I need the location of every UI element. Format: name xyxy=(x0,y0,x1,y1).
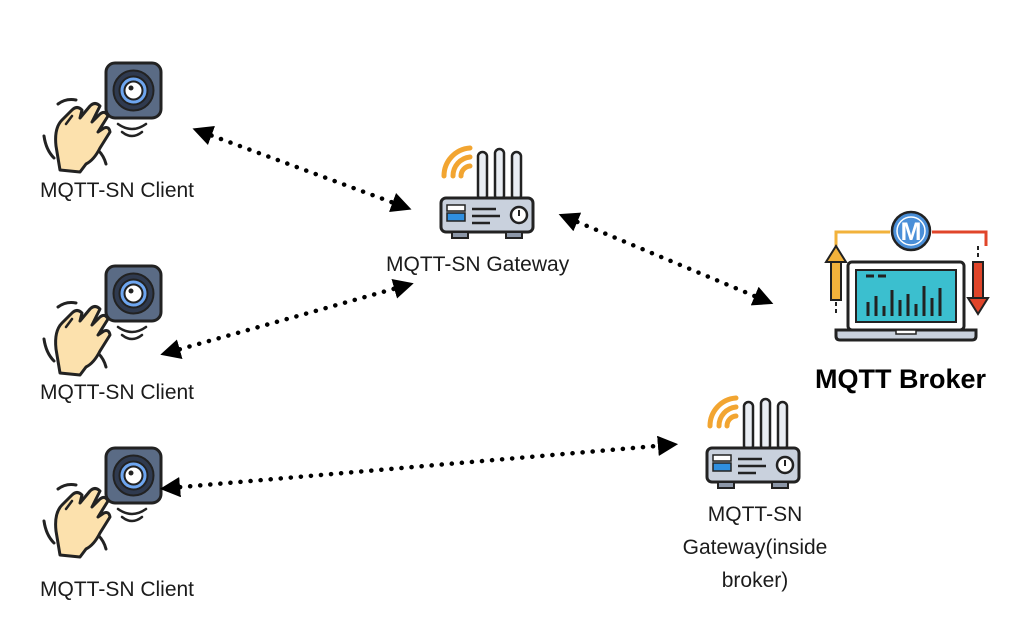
connector-client2-gateway xyxy=(160,279,414,359)
down-arrow-icon xyxy=(966,246,990,316)
gateway-inside-label-line: MQTT-SN xyxy=(707,503,803,526)
broker-laptop-icon: M xyxy=(824,210,990,342)
connector-client1-gateway xyxy=(192,126,412,212)
client-1-icon xyxy=(42,61,163,174)
client-3-label: MQTT-SN Client xyxy=(40,578,195,601)
mqtt-logo-letter: M xyxy=(901,218,922,246)
gateway-label: MQTT-SN Gateway xyxy=(386,253,570,276)
gateway-inside-router-icon xyxy=(707,398,799,488)
gateway-inside-label-line: broker) xyxy=(721,569,789,592)
client-2-icon xyxy=(42,264,163,377)
client-1-label: MQTT-SN Client xyxy=(40,179,195,202)
connector-gateway-broker xyxy=(558,212,774,306)
client-2-label: MQTT-SN Client xyxy=(40,381,195,404)
up-arrow-icon xyxy=(824,244,848,314)
gateway-router-icon xyxy=(441,148,533,238)
connector-client3-gateway-inside xyxy=(159,435,679,498)
gateway-inside-label-line: Gateway(inside xyxy=(682,536,828,559)
mqtt-logo-icon: M xyxy=(890,210,932,252)
client-3-icon xyxy=(42,446,163,559)
gateway-inside-label: MQTT-SN Gateway(inside broker) xyxy=(650,498,860,597)
broker-label: MQTT Broker xyxy=(815,364,987,394)
